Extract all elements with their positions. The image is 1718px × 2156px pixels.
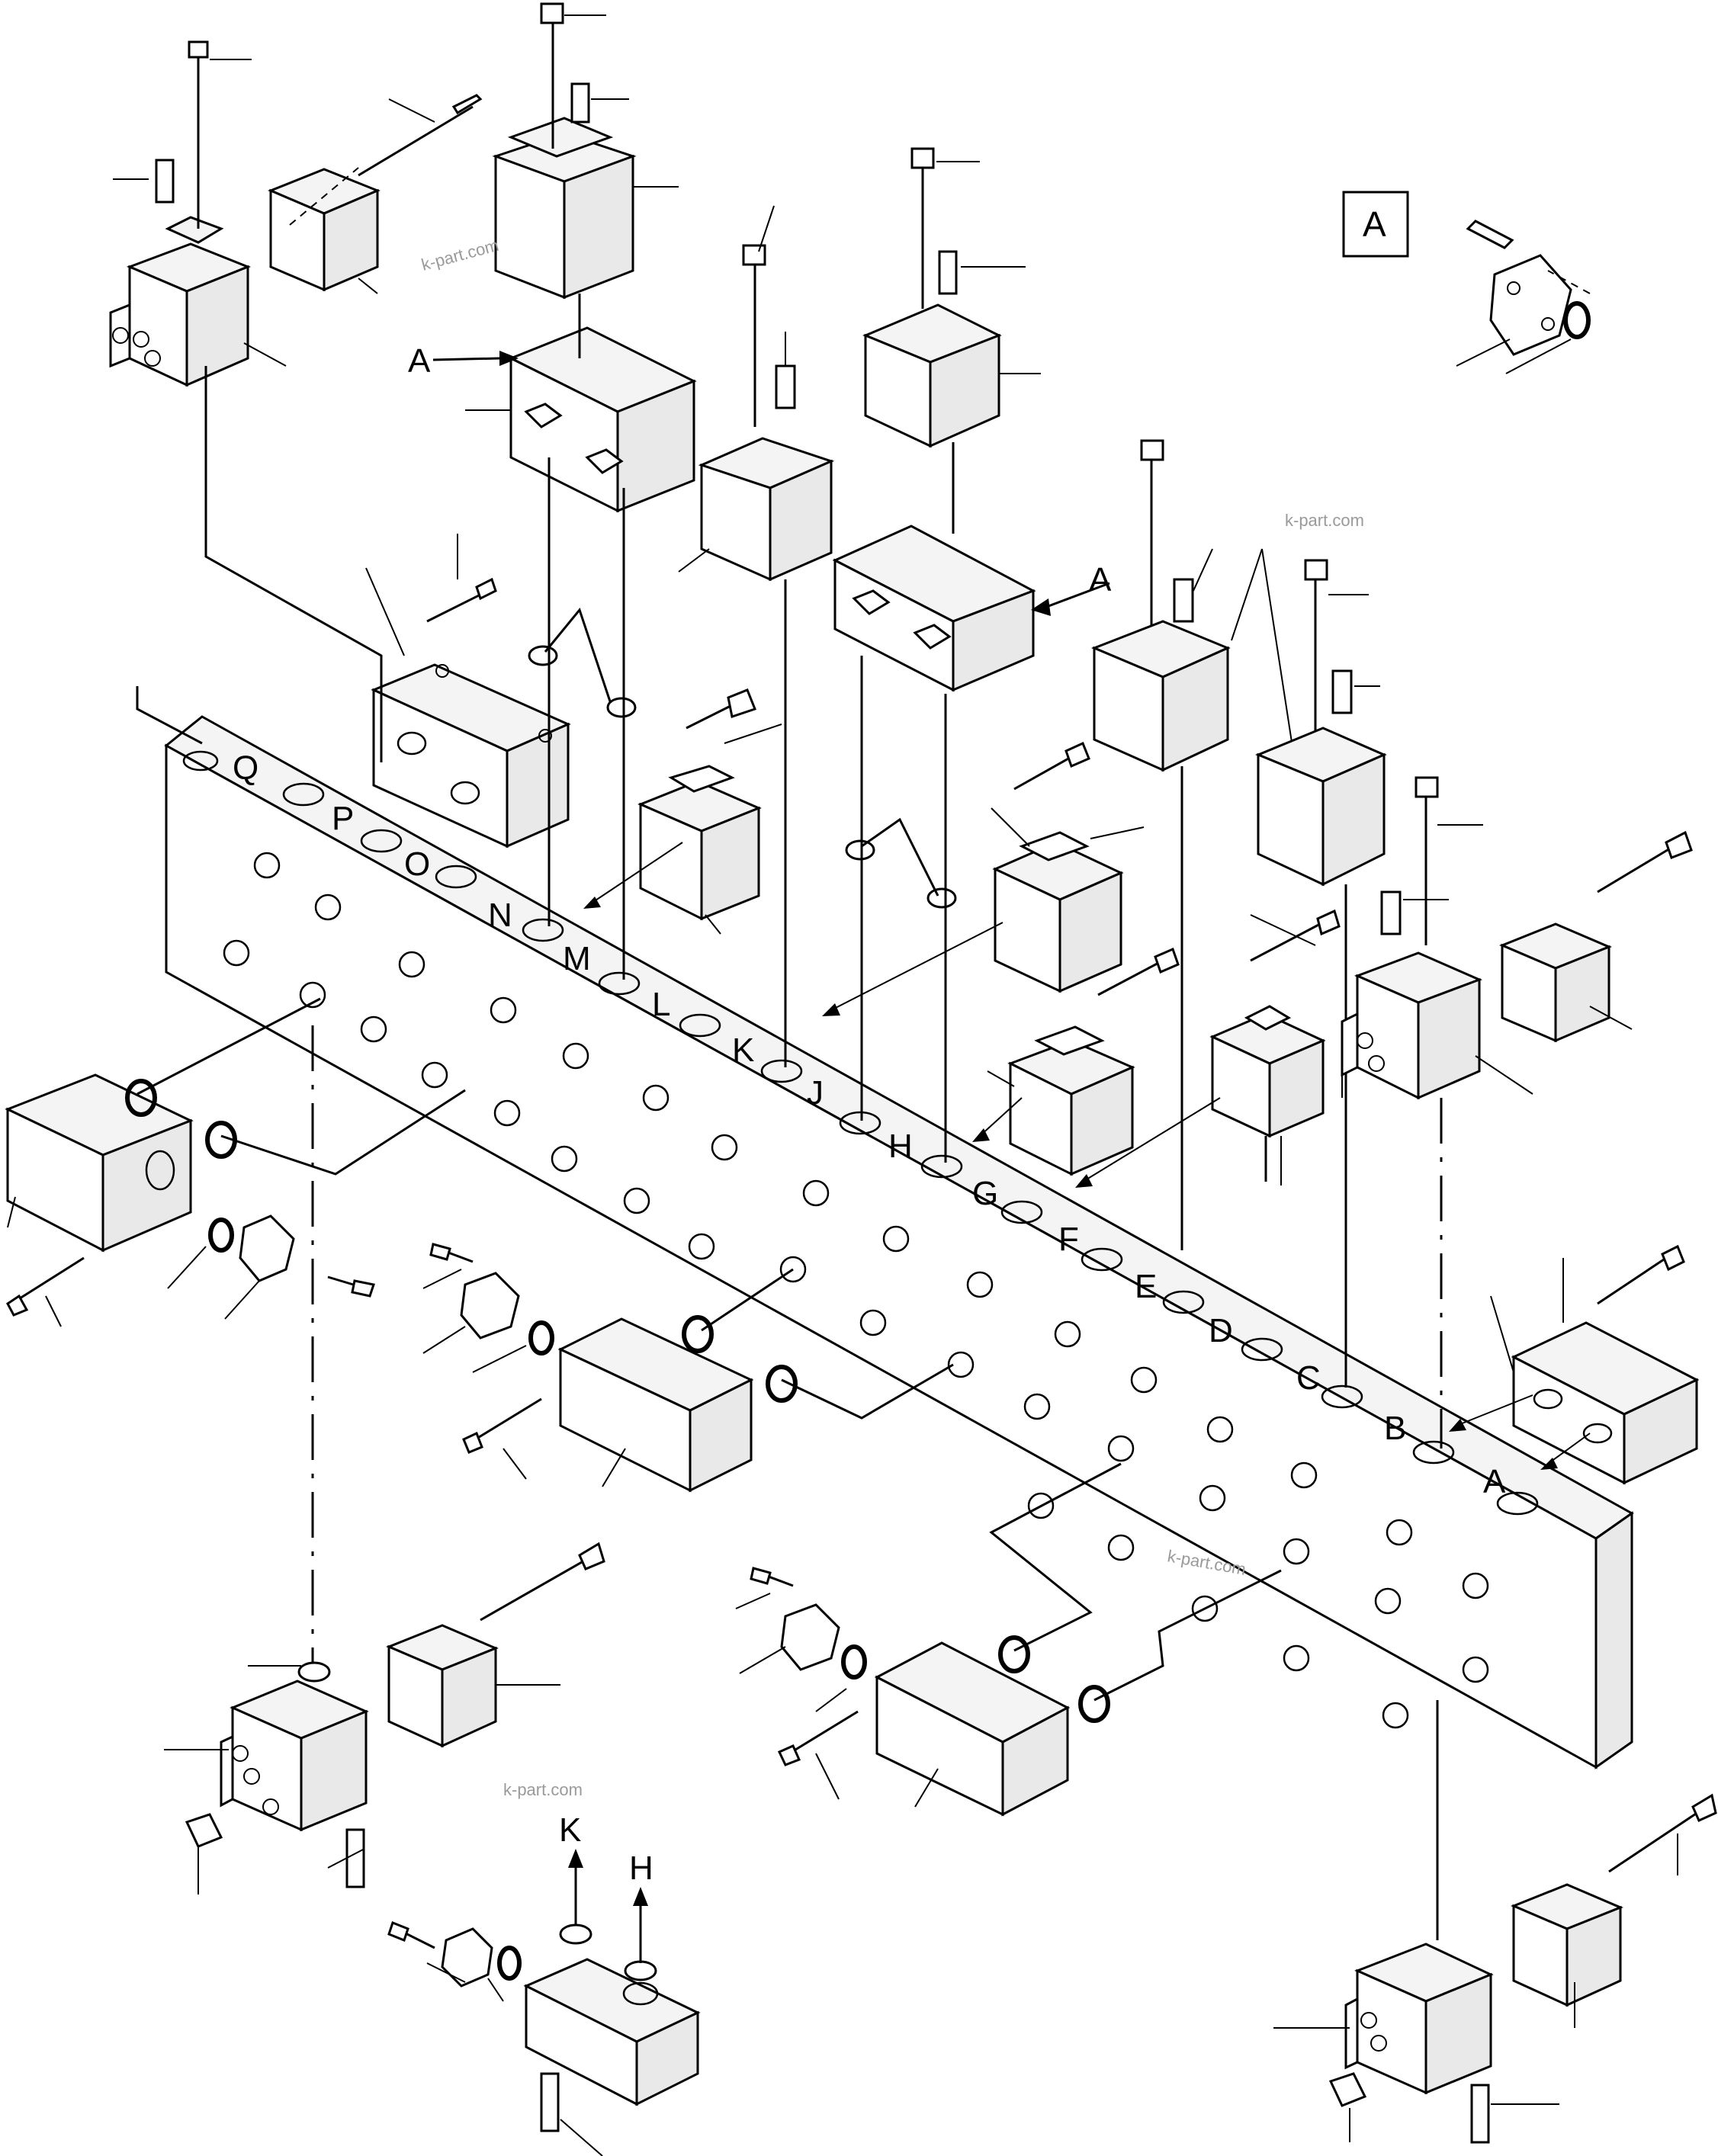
outlet-ref-label: H	[629, 1850, 653, 1887]
valve-small-centre	[583, 688, 782, 935]
valve-assembly-bottom-left	[164, 1025, 605, 1895]
port-label: N	[488, 897, 512, 934]
port-label: B	[1384, 1410, 1406, 1447]
port-label: D	[1209, 1312, 1233, 1349]
port-label: C	[1296, 1359, 1321, 1397]
view-a-reference: A	[1342, 191, 1591, 374]
valve-block-mid-left	[365, 534, 571, 849]
assembly-leader-lines	[136, 366, 1282, 1702]
view-ref-box-label: A	[1363, 204, 1386, 244]
port-label: F	[1058, 1221, 1079, 1258]
outlet-ref-label: K	[559, 1811, 581, 1849]
arrow-ref-label: A	[408, 342, 431, 380]
watermark-text: k-part.com	[1285, 511, 1364, 530]
plug-block	[1075, 909, 1341, 1188]
port-label: O	[404, 845, 430, 883]
valve-stack-right	[1255, 559, 1387, 1388]
valve-stack-upper-centre: A	[408, 2, 697, 513]
port-label: E	[1135, 1268, 1157, 1305]
port-label: K	[732, 1031, 754, 1069]
flange-block-left	[5, 1073, 375, 1327]
arrow-ref-label: A	[1089, 561, 1112, 598]
port-label: H	[888, 1128, 913, 1165]
valve-small-lower-centre	[972, 947, 1180, 1176]
manifold-face-ports	[223, 852, 1489, 1729]
valve-stack-right-centre	[1091, 439, 1293, 1250]
port-label: M	[563, 940, 591, 977]
watermark-text: k-part.com	[503, 1780, 583, 1799]
flange-block-centre	[422, 1243, 798, 1493]
port-label: L	[652, 986, 670, 1023]
port-label-group: Q P O N M L K J H G F E D C B A	[233, 749, 1506, 1500]
flange-block-lower-right	[735, 1567, 1110, 1817]
port-label: Q	[233, 749, 259, 787]
valve-small-centre-right	[822, 741, 1145, 1016]
manifold-top-ports	[182, 750, 1539, 1516]
valve-assembly-bottom-right	[1273, 1700, 1717, 2144]
valve-assembly-right-upper	[1341, 776, 1693, 1449]
valve-stack-centre-left	[678, 205, 835, 582]
valve-assembly-top-left	[109, 40, 483, 387]
valve-block-right	[1449, 1244, 1700, 1485]
watermark-text: k-part.com	[419, 236, 501, 274]
view-ref-box	[1342, 191, 1409, 258]
valve-stack-upper-right: A	[832, 147, 1112, 692]
port-label: P	[332, 800, 354, 837]
port-label: G	[972, 1175, 998, 1212]
port-label: J	[807, 1074, 824, 1112]
port-label: A	[1483, 1463, 1506, 1500]
outlet-block-bottom: K H	[387, 1811, 701, 2156]
main-manifold-block	[164, 715, 1634, 1769]
